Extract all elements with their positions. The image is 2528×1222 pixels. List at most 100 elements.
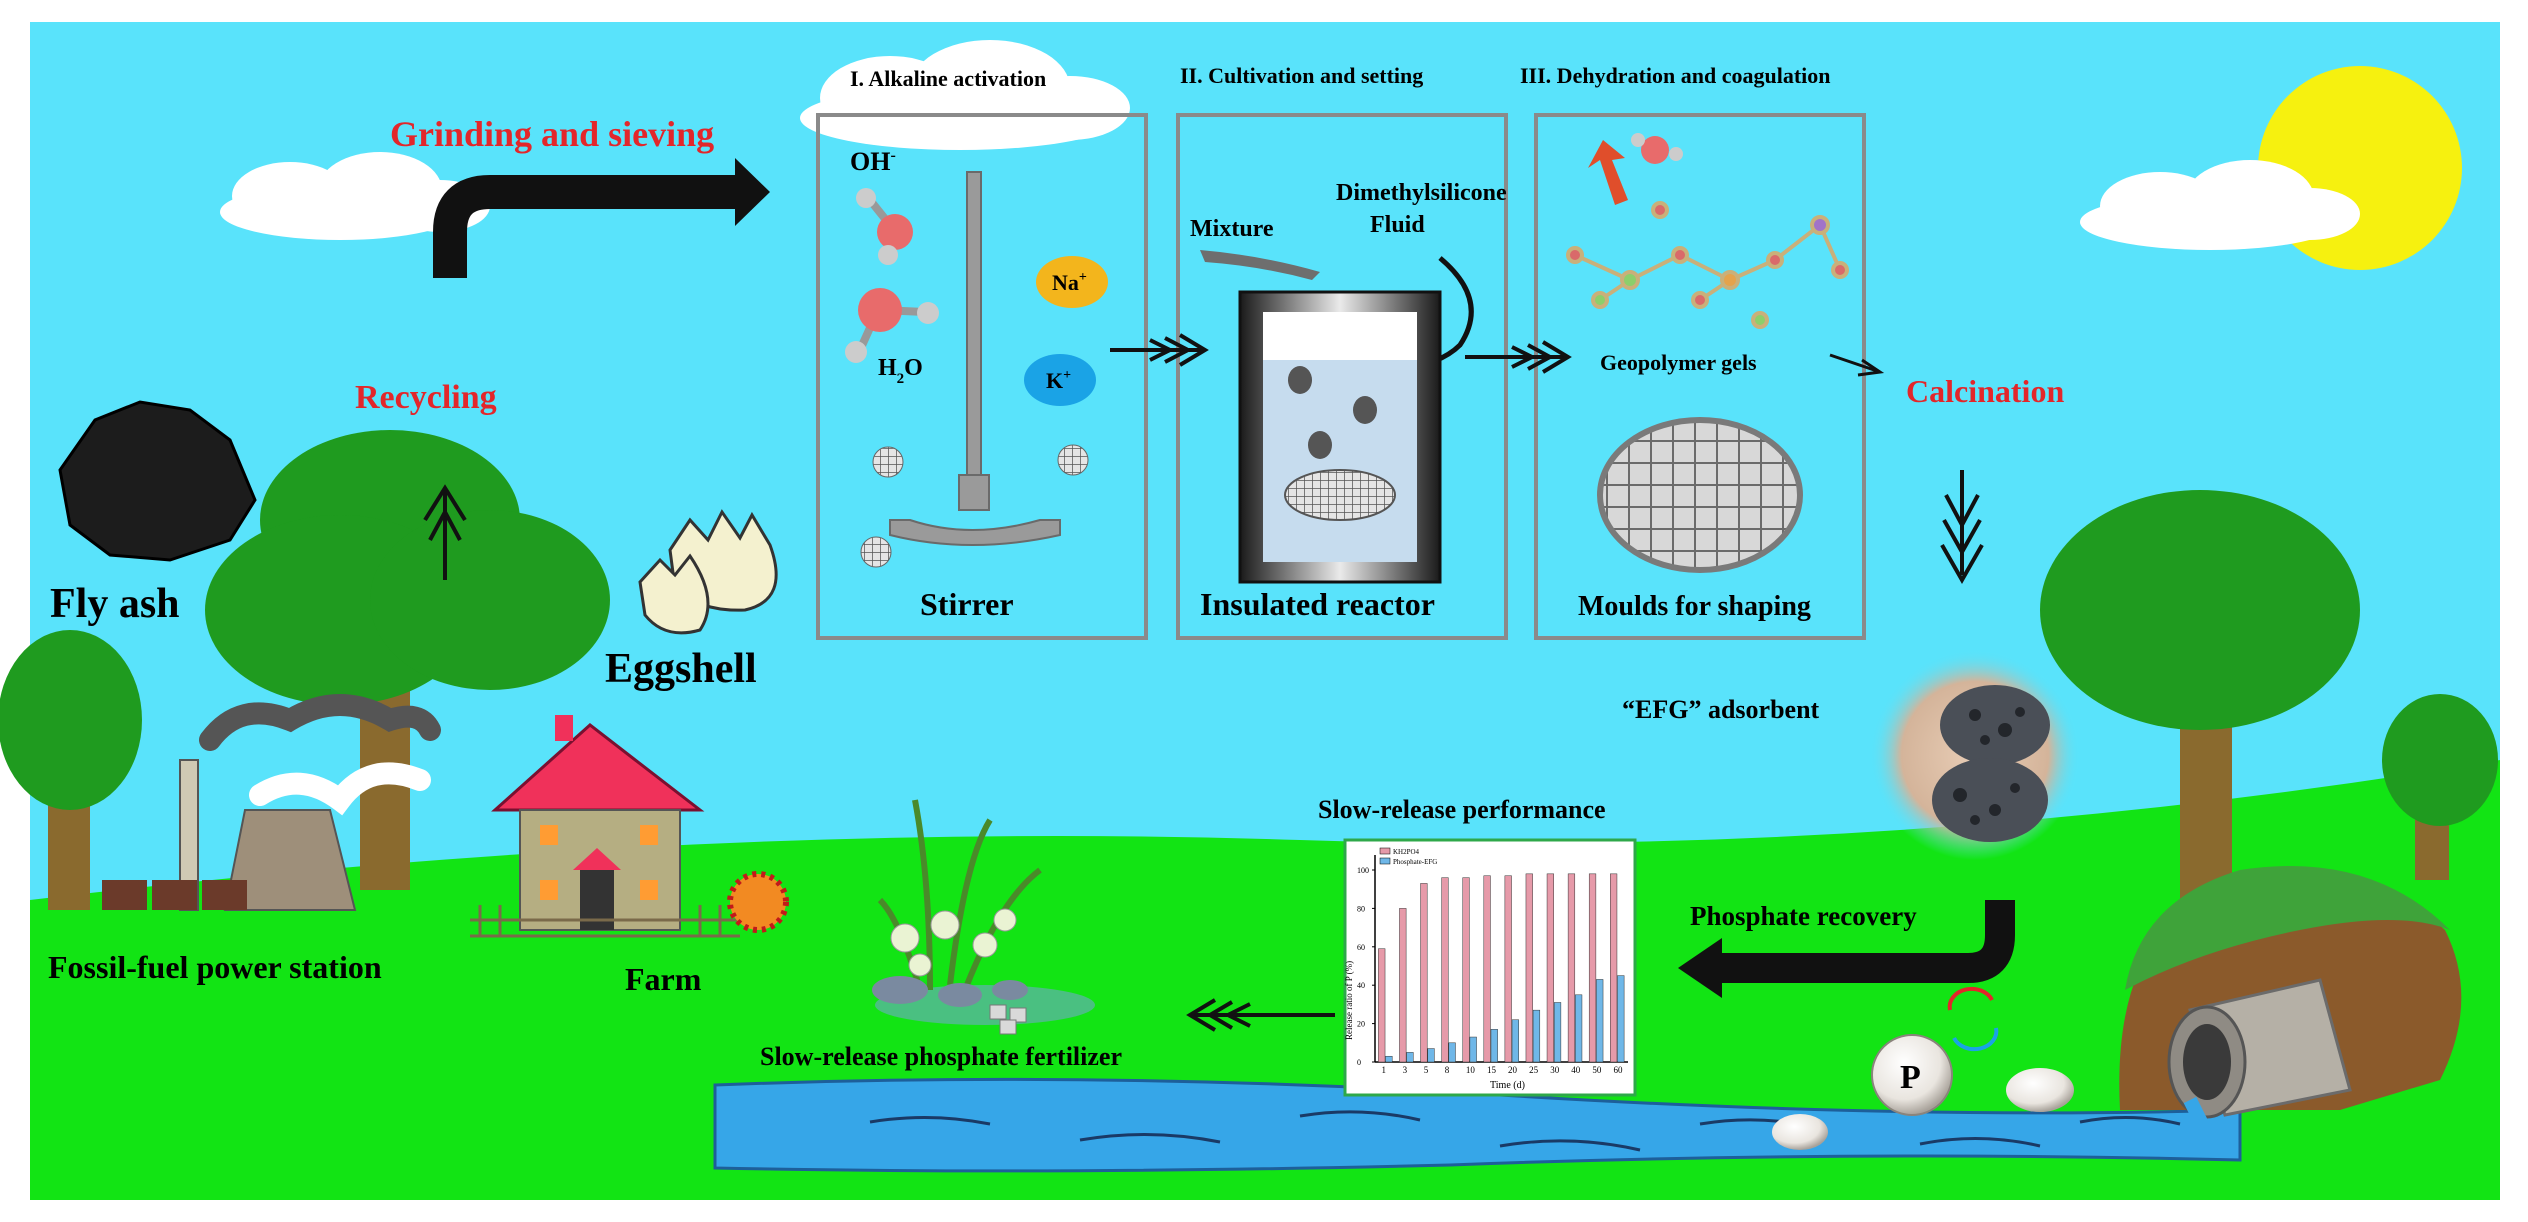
y-tick-label: 0 bbox=[1357, 1058, 1361, 1067]
grinding-label: Grinding and sieving bbox=[390, 114, 714, 154]
x-tick-label: 60 bbox=[1613, 1065, 1623, 1075]
efg-adsorbent-icon bbox=[1932, 685, 2050, 842]
stage3-title: III. Dehydration and coagulation bbox=[1520, 63, 1831, 88]
fly-ash-icon bbox=[58, 400, 257, 562]
release-chart-legend-swatch-2 bbox=[1379, 857, 1391, 865]
p-ball-label: P bbox=[1900, 1059, 1921, 1096]
x-tick-label: 20 bbox=[1508, 1065, 1518, 1075]
k-ion-icon bbox=[1024, 354, 1096, 406]
y-tick-label: 20 bbox=[1357, 1020, 1365, 1029]
release-chart-legend-label-2: Phosphate-EFG bbox=[1393, 858, 1437, 866]
geopolymer-gel-icon bbox=[1566, 201, 1849, 329]
insulated-reactor-icon bbox=[1238, 290, 1442, 584]
dms-label-line1: Dimethylsilicone bbox=[1336, 180, 1507, 206]
y-tick-label: 80 bbox=[1357, 904, 1365, 913]
bar-kh2po4-5d bbox=[1420, 883, 1428, 1063]
bar-kh2po4-50d bbox=[1588, 873, 1597, 1063]
x-tick-label: 8 bbox=[1445, 1065, 1450, 1075]
power-station-icon bbox=[102, 694, 441, 911]
slow-release-perf-label: Slow-release performance bbox=[1318, 795, 1606, 824]
bar-phosphate-efg-10d bbox=[1469, 1036, 1477, 1063]
cloud-center bbox=[800, 40, 1130, 150]
y-tick-label: 40 bbox=[1357, 981, 1365, 990]
bar-phosphate-efg-25d bbox=[1532, 1009, 1541, 1063]
efg-label: “EFG” adsorbent bbox=[1622, 695, 1820, 724]
mixture-label: Mixture bbox=[1190, 216, 1274, 242]
oh-molecule-icon bbox=[856, 188, 913, 265]
farm-house-icon bbox=[470, 715, 789, 938]
eggshell-icon bbox=[638, 509, 778, 635]
release-chart-legend-label-1: KH2PO4 bbox=[1393, 848, 1420, 856]
bar-kh2po4-60d bbox=[1610, 873, 1618, 1063]
bar-phosphate-efg-30d bbox=[1553, 1002, 1562, 1063]
grinding-arrow bbox=[433, 175, 740, 278]
stage2-title: II. Cultivation and setting bbox=[1180, 63, 1423, 88]
arrow-to-fertilizer bbox=[1186, 998, 1335, 1032]
p-ball-icon bbox=[1871, 1034, 1953, 1116]
gels-label: Geopolymer gels bbox=[1600, 350, 1757, 375]
oh-label: OH- bbox=[850, 147, 896, 176]
mixture-pour-icon bbox=[1200, 250, 1320, 280]
tree-center-left bbox=[205, 430, 610, 890]
calcination-down-arrow bbox=[1940, 470, 1984, 585]
bar-phosphate-efg-40d bbox=[1575, 994, 1583, 1063]
water-molecule-icon bbox=[1631, 133, 1683, 164]
reactor-label: Insulated reactor bbox=[1200, 586, 1435, 622]
bar-kh2po4-10d bbox=[1462, 877, 1470, 1063]
tree-far-right bbox=[2382, 694, 2498, 880]
stage3-box bbox=[1534, 113, 1866, 640]
grinding-arrowhead bbox=[735, 158, 770, 226]
arrow-stage1-to-stage2 bbox=[1110, 333, 1209, 367]
arrow-stage2-to-stage3 bbox=[1465, 340, 1572, 374]
y-tick-label: 60 bbox=[1357, 943, 1365, 952]
bar-phosphate-efg-3d bbox=[1406, 1052, 1414, 1063]
stirrer-label: Stirrer bbox=[920, 586, 1014, 622]
h2o-label: H2O bbox=[878, 355, 923, 387]
bar-phosphate-efg-60d bbox=[1617, 975, 1625, 1063]
k-ion-label: K+ bbox=[1046, 368, 1071, 393]
recycling-up-arrow bbox=[423, 484, 467, 580]
stirrer-icon bbox=[889, 171, 1061, 546]
bar-phosphate-efg-50d bbox=[1596, 979, 1604, 1063]
bar-kh2po4-25d bbox=[1525, 873, 1533, 1063]
calcination-label: Calcination bbox=[1906, 373, 2064, 409]
bar-kh2po4-1d bbox=[1378, 948, 1386, 1063]
bar-phosphate-efg-5d bbox=[1427, 1048, 1435, 1063]
drain-pipe-mound-icon bbox=[2119, 866, 2462, 1134]
bar-kh2po4-20d bbox=[1504, 875, 1512, 1063]
recycling-label: Recycling bbox=[355, 379, 497, 416]
tree-far-left bbox=[0, 630, 142, 910]
cloud-right bbox=[2080, 160, 2360, 250]
h2o-molecule-icon bbox=[845, 288, 939, 363]
y-tick-label: 100 bbox=[1357, 866, 1369, 875]
fly-ash-label: Fly ash bbox=[50, 581, 180, 627]
bar-phosphate-efg-8d bbox=[1448, 1042, 1456, 1063]
x-tick-label: 15 bbox=[1487, 1065, 1497, 1075]
river bbox=[713, 1077, 2242, 1173]
x-tick-label: 40 bbox=[1571, 1065, 1581, 1075]
x-tick-label: 5 bbox=[1424, 1065, 1429, 1075]
x-tick-label: 1 bbox=[1382, 1065, 1387, 1075]
release-chart-xlabel: Time (d) bbox=[1490, 1080, 1525, 1091]
release-chart-ylabel: Release ratio of P (%) bbox=[1344, 961, 1354, 1040]
particles-icon bbox=[860, 444, 1089, 568]
release-chart: Release ratio of P (%) Time (d) KH2PO4 P… bbox=[1343, 838, 1637, 1097]
x-tick-label: 10 bbox=[1466, 1065, 1476, 1075]
dms-label-line2: Fluid bbox=[1370, 212, 1425, 238]
na-ion-label: Na+ bbox=[1052, 270, 1087, 295]
bar-kh2po4-8d bbox=[1441, 877, 1449, 1063]
stage2-box bbox=[1176, 113, 1508, 640]
bar-phosphate-efg-15d bbox=[1490, 1029, 1498, 1063]
phosphate-recovery-arrow bbox=[1715, 900, 2015, 983]
bar-kh2po4-15d bbox=[1483, 875, 1491, 1063]
power-station-label: Fossil-fuel power station bbox=[48, 949, 382, 985]
farm-label: Farm bbox=[625, 961, 702, 997]
mould-icon bbox=[1597, 417, 1803, 573]
bar-kh2po4-40d bbox=[1567, 873, 1576, 1063]
eggshell-label: Eggshell bbox=[605, 646, 757, 692]
bar-kh2po4-30d bbox=[1546, 873, 1554, 1063]
bar-kh2po4-3d bbox=[1399, 908, 1407, 1063]
arrow-to-calcination bbox=[1829, 353, 1885, 377]
bar-phosphate-efg-20d bbox=[1511, 1019, 1519, 1063]
